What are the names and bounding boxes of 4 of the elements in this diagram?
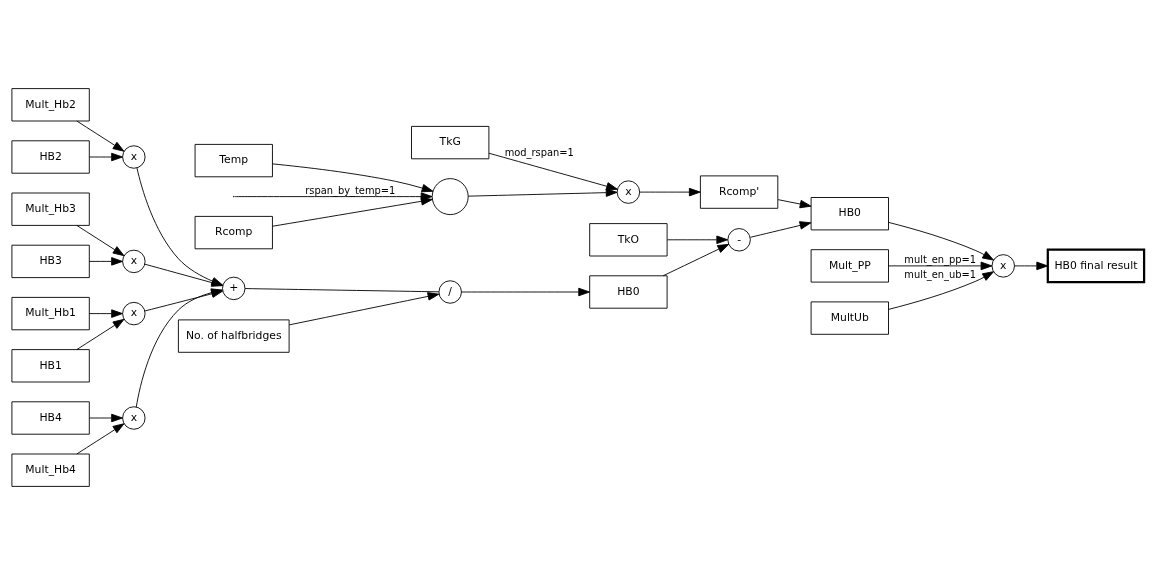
edge-label: mult_en_ub=1	[904, 268, 977, 280]
edge-label: mult_en_pp=1	[904, 253, 977, 265]
edge-label: mod_rspan=1	[504, 146, 574, 158]
edge-label: rspan_by_temp=1	[305, 184, 396, 196]
